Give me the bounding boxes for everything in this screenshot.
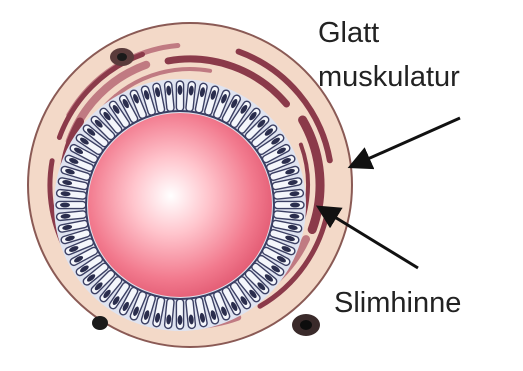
blood-vessel-top [110,48,134,66]
epithelial-cell [56,201,86,208]
label-mucosa: Slimhinne [334,287,461,319]
epithelial-cell [176,299,183,329]
lumen [88,113,272,297]
blood-vessel-bottom-left [92,316,108,330]
arrow-muscle [352,118,460,166]
epithelial-cell [274,201,304,208]
label-muscle-line2: muskulatur [318,61,460,93]
label-muscle-line1: Glatt [318,17,379,49]
epithelial-cell [176,81,183,111]
blood-vessel-bottom-right [292,314,320,336]
